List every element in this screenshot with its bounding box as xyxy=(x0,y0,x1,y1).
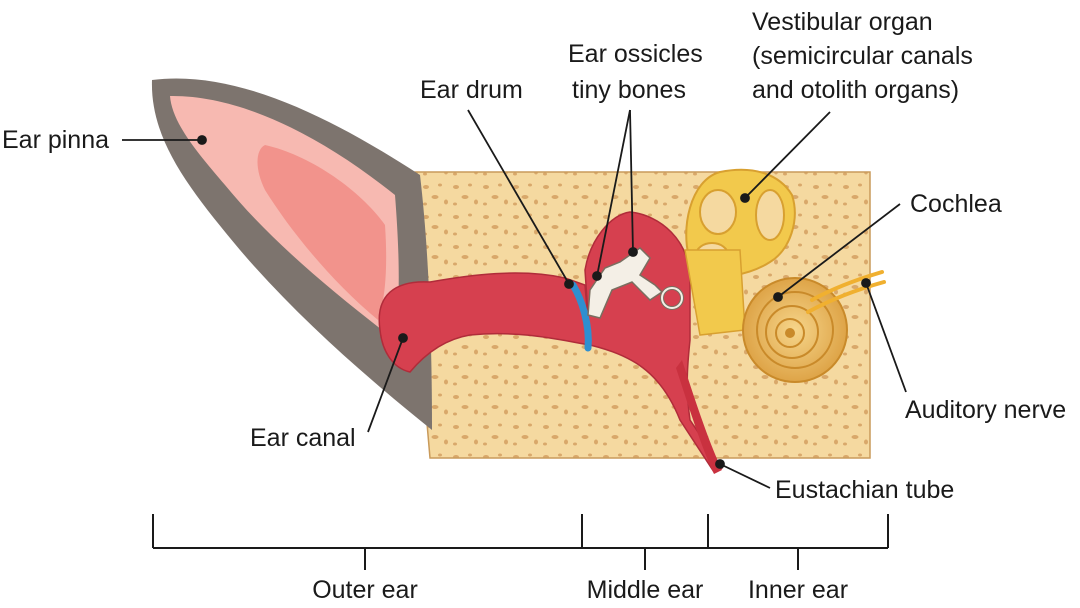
auditory-nerve-shape xyxy=(806,270,886,314)
leader-eustachian xyxy=(719,463,771,489)
ear-drum-shape xyxy=(569,281,592,352)
label-ossicles-line1: Ear ossicles xyxy=(568,40,703,68)
cochlea-shape xyxy=(742,277,848,383)
leader-ossicles-b xyxy=(629,109,634,253)
dot-ossicles-a xyxy=(592,271,602,281)
dot-ear-pinna xyxy=(197,135,207,145)
leader-auditory-nerve xyxy=(865,282,907,393)
label-vestibular-line1: Vestibular organ xyxy=(752,8,933,36)
label-ear-drum: Ear drum xyxy=(420,76,523,104)
label-eustachian-tube: Eustachian tube xyxy=(775,476,954,504)
eustachian-tube-shape xyxy=(676,360,722,474)
label-cochlea: Cochlea xyxy=(910,190,1002,218)
ear-canal-shape xyxy=(378,272,591,373)
label-auditory-nerve: Auditory nerve xyxy=(905,396,1066,424)
dot-ear-canal xyxy=(398,333,408,343)
ear-pinna-shape xyxy=(151,78,432,431)
section-middle-ear: Middle ear xyxy=(587,576,704,604)
section-brackets xyxy=(152,514,889,570)
section-inner-ear: Inner ear xyxy=(748,576,848,604)
leader-ossicles-a xyxy=(596,109,631,277)
leader-ear-drum xyxy=(467,109,570,285)
leader-vestibular xyxy=(744,111,831,199)
dot-auditory-nerve xyxy=(861,278,871,288)
vestibular-organ-shape xyxy=(684,168,796,336)
ossicles-shape xyxy=(587,247,684,319)
label-vestibular-line3: and otolith organs) xyxy=(752,76,959,104)
dot-ear-drum xyxy=(564,279,574,289)
leader-cochlea xyxy=(777,203,901,298)
label-ear-pinna: Ear pinna xyxy=(2,126,109,154)
leader-ear-canal xyxy=(367,337,404,433)
dot-ossicles-b xyxy=(628,247,638,257)
label-ossicles-line2: tiny bones xyxy=(572,76,686,104)
dot-vestibular xyxy=(740,193,750,203)
dot-cochlea xyxy=(773,292,783,302)
dot-eustachian xyxy=(715,459,725,469)
label-ear-canal: Ear canal xyxy=(250,424,356,452)
label-vestibular-line2: (semicircular canals xyxy=(752,42,973,70)
section-outer-ear: Outer ear xyxy=(312,576,418,604)
